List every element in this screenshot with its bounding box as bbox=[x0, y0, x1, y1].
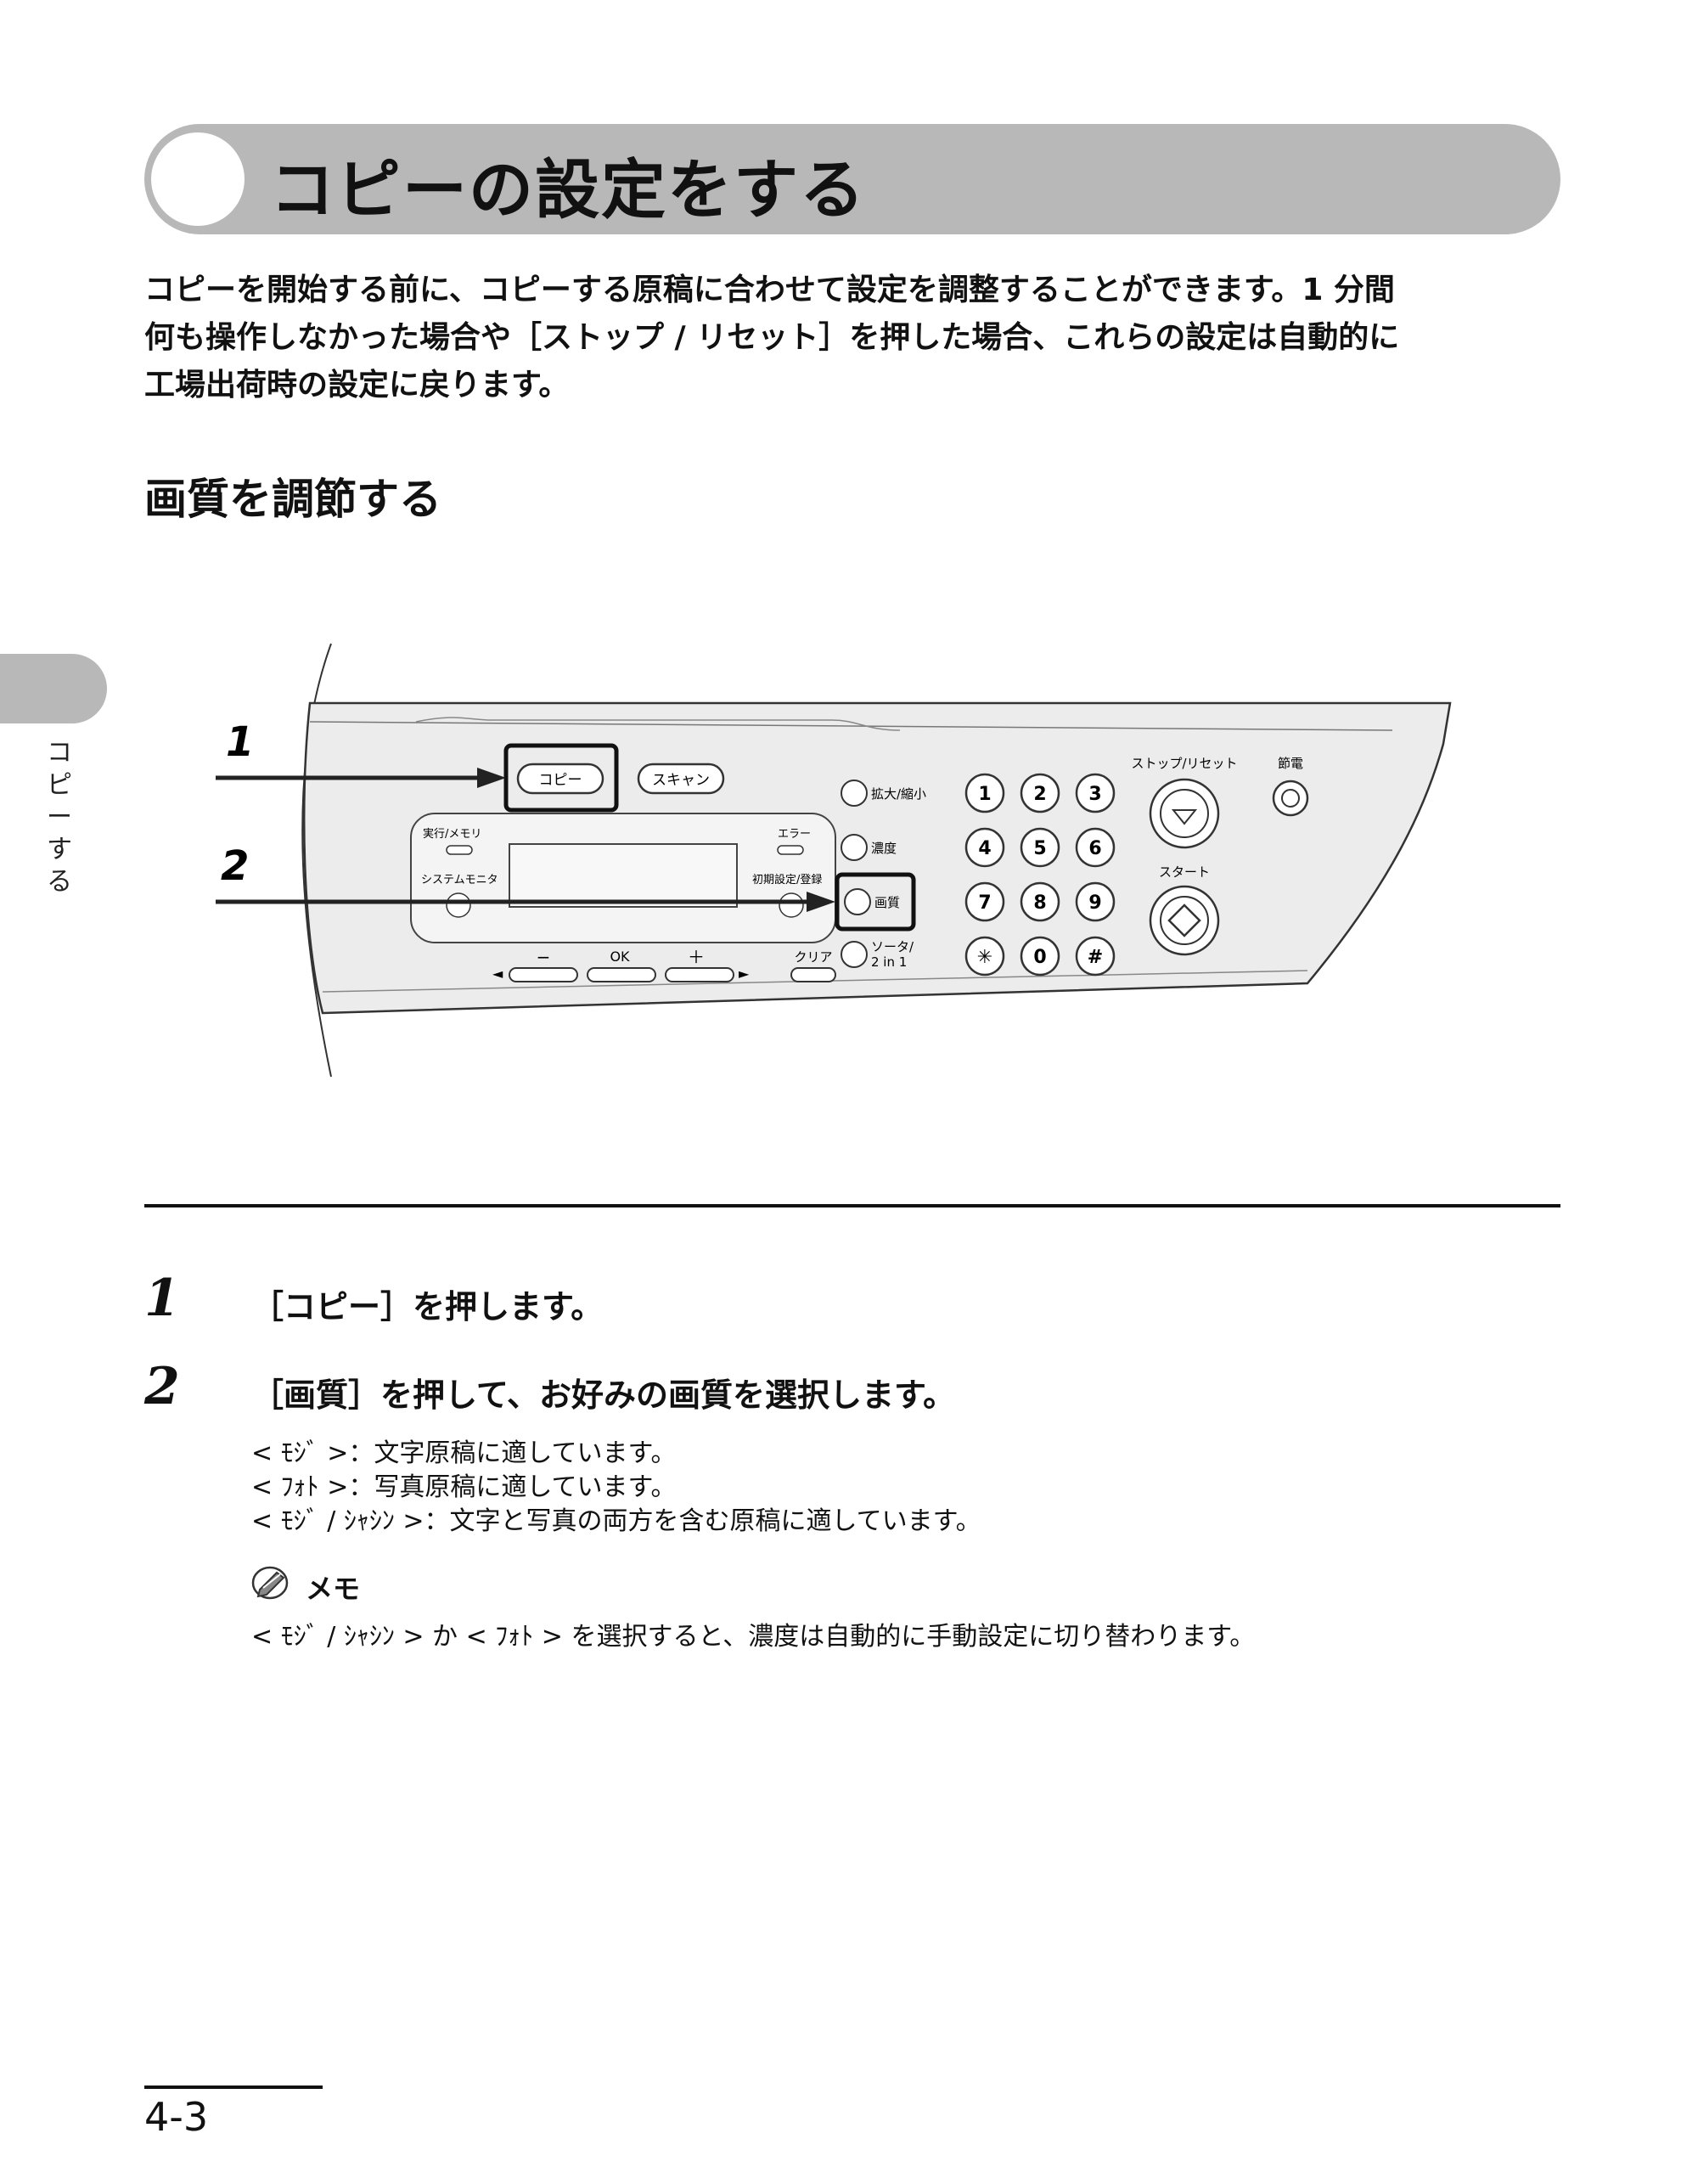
plus-button bbox=[665, 967, 734, 982]
keypad-key[interactable]: 0 bbox=[1020, 936, 1060, 977]
keypad-key[interactable]: 6 bbox=[1075, 827, 1116, 868]
keypad-key[interactable]: ✳ bbox=[964, 936, 1005, 977]
svg-text:2: 2 bbox=[1033, 784, 1046, 805]
start-label: スタート bbox=[1159, 864, 1210, 880]
svg-text:✳: ✳ bbox=[977, 947, 992, 968]
svg-text:4: 4 bbox=[978, 838, 991, 859]
system-monitor-label: システムモニタ bbox=[421, 874, 498, 887]
svg-text:9: 9 bbox=[1088, 892, 1101, 914]
ok-button bbox=[587, 967, 656, 982]
energy-saver-icon bbox=[1281, 789, 1300, 808]
chapter-tab-char: ピ bbox=[47, 770, 72, 800]
enlarge-reduce-button bbox=[841, 780, 868, 807]
svg-text:6: 6 bbox=[1088, 838, 1101, 859]
keypad-key[interactable]: 1 bbox=[964, 773, 1005, 813]
quality-option: < ﾓｼﾞ >：文字原稿に適しています。 bbox=[251, 1438, 677, 1468]
keypad-key[interactable]: 4 bbox=[964, 827, 1005, 868]
section-title: 画質を調節する bbox=[144, 475, 441, 524]
operation-panel-illustration: コピー スキャン 実行/メモリ システムモニタ エラー 初期設定/登録 − OK… bbox=[216, 643, 1452, 1078]
keypad: 1 2 3 4 5 6 7 8 9 ✳ 0 # bbox=[964, 773, 1116, 977]
chapter-tab-char: る bbox=[47, 867, 72, 897]
two-in-one-label: 2 in 1 bbox=[871, 954, 907, 970]
step-number: 1 bbox=[144, 1269, 180, 1328]
memo-label: メモ bbox=[306, 1573, 361, 1605]
memo-text: < ﾓｼﾞ / ｼｬｼﾝ > か < ﾌｫﾄ > を選択すると、濃度は自動的に手… bbox=[251, 1622, 1256, 1652]
enlarge-reduce-label: 拡大/縮小 bbox=[871, 786, 926, 802]
keypad-key[interactable]: 5 bbox=[1020, 827, 1060, 868]
intro-line: コピーを開始する前に、コピーする原稿に合わせて設定を調整することができます。1 … bbox=[144, 273, 1395, 307]
ok-label: OK bbox=[610, 948, 630, 965]
stop-reset-label: ストップ/リセット bbox=[1131, 756, 1237, 771]
start-icon bbox=[1167, 903, 1201, 937]
copy-button[interactable]: コピー bbox=[516, 763, 604, 795]
sorter-2in1-button bbox=[841, 941, 868, 968]
quality-option: < ﾌｫﾄ >：写真原稿に適しています。 bbox=[251, 1472, 677, 1502]
start-button[interactable] bbox=[1149, 885, 1220, 956]
intro-paragraph: コピーを開始する前に、コピーする原稿に合わせて設定を調整することができます。1 … bbox=[144, 267, 1554, 409]
chapter-tab bbox=[0, 654, 107, 723]
minus-label: − bbox=[537, 947, 551, 967]
image-quality-highlight bbox=[835, 872, 916, 932]
left-arrow-icon: ◄ bbox=[492, 965, 503, 982]
chapter-tab-label: コ ピ ー す る bbox=[42, 737, 76, 898]
clear-label: クリア bbox=[794, 949, 832, 965]
density-button bbox=[841, 834, 868, 861]
keypad-key[interactable]: 9 bbox=[1075, 881, 1116, 922]
svg-text:5: 5 bbox=[1033, 838, 1046, 859]
system-monitor-button bbox=[446, 892, 471, 918]
error-label: エラー bbox=[778, 828, 811, 841]
section-divider bbox=[144, 1204, 1560, 1207]
step-number: 2 bbox=[144, 1357, 180, 1416]
title-banner bbox=[144, 124, 1560, 234]
copy-button-label: コピー bbox=[539, 772, 582, 789]
title-banner-circle bbox=[151, 132, 245, 226]
callout-1: 1 bbox=[226, 718, 254, 766]
minus-button bbox=[509, 967, 578, 982]
svg-text:1: 1 bbox=[978, 784, 991, 805]
intro-line: 何も操作しなかった場合や［ストップ / リセット］を押した場合、これらの設定は自… bbox=[144, 320, 1400, 355]
exec-memory-indicator bbox=[446, 845, 473, 855]
chapter-tab-char: ー bbox=[47, 802, 72, 832]
scan-button[interactable]: スキャン bbox=[637, 763, 725, 795]
chapter-tab-char: コ bbox=[47, 738, 72, 768]
footer-rule bbox=[144, 2085, 323, 2089]
density-label: 濃度 bbox=[871, 841, 897, 856]
init-settings-label: 初期設定/登録 bbox=[752, 873, 822, 887]
stop-reset-button[interactable] bbox=[1149, 778, 1220, 849]
sorter-label: ソータ/ bbox=[871, 939, 914, 954]
energy-saver-button[interactable] bbox=[1272, 780, 1309, 817]
svg-text:#: # bbox=[1088, 947, 1103, 968]
right-arrow-icon: ► bbox=[739, 965, 750, 982]
svg-text:3: 3 bbox=[1088, 784, 1101, 805]
image-quality-button bbox=[844, 888, 871, 915]
plus-label: ＋ bbox=[688, 947, 705, 967]
init-settings-button bbox=[779, 892, 804, 918]
quality-option: < ﾓｼﾞ / ｼｬｼﾝ >：文字と写真の両方を含む原稿に適しています。 bbox=[251, 1506, 981, 1536]
clear-button bbox=[790, 967, 836, 982]
page-number: 4-3 bbox=[144, 2094, 209, 2140]
stop-icon bbox=[1171, 809, 1198, 825]
intro-line: 工場出荷時の設定に戻ります。 bbox=[144, 368, 570, 402]
page-title: コピーの設定をする bbox=[270, 152, 866, 228]
image-quality-label: 画質 bbox=[874, 895, 900, 910]
keypad-key[interactable]: # bbox=[1075, 936, 1116, 977]
keypad-key[interactable]: 3 bbox=[1075, 773, 1116, 813]
keypad-key[interactable]: 7 bbox=[964, 881, 1005, 922]
svg-text:8: 8 bbox=[1033, 892, 1046, 914]
scan-button-label: スキャン bbox=[652, 772, 710, 789]
error-indicator bbox=[777, 845, 804, 855]
lcd-screen bbox=[509, 843, 738, 908]
keypad-key[interactable]: 8 bbox=[1020, 881, 1060, 922]
step-text: ［コピー］を押します。 bbox=[251, 1288, 604, 1326]
energy-saver-label: 節電 bbox=[1278, 756, 1303, 771]
chapter-tab-char: す bbox=[47, 835, 72, 864]
step-text: ［画質］を押して、お好みの画質を選択します。 bbox=[251, 1376, 956, 1414]
svg-text:0: 0 bbox=[1033, 947, 1046, 968]
keypad-key[interactable]: 2 bbox=[1020, 773, 1060, 813]
memo-pencil-icon bbox=[251, 1566, 289, 1600]
svg-text:7: 7 bbox=[978, 892, 991, 914]
exec-memory-label: 実行/メモリ bbox=[423, 827, 481, 841]
callout-2: 2 bbox=[221, 842, 249, 890]
